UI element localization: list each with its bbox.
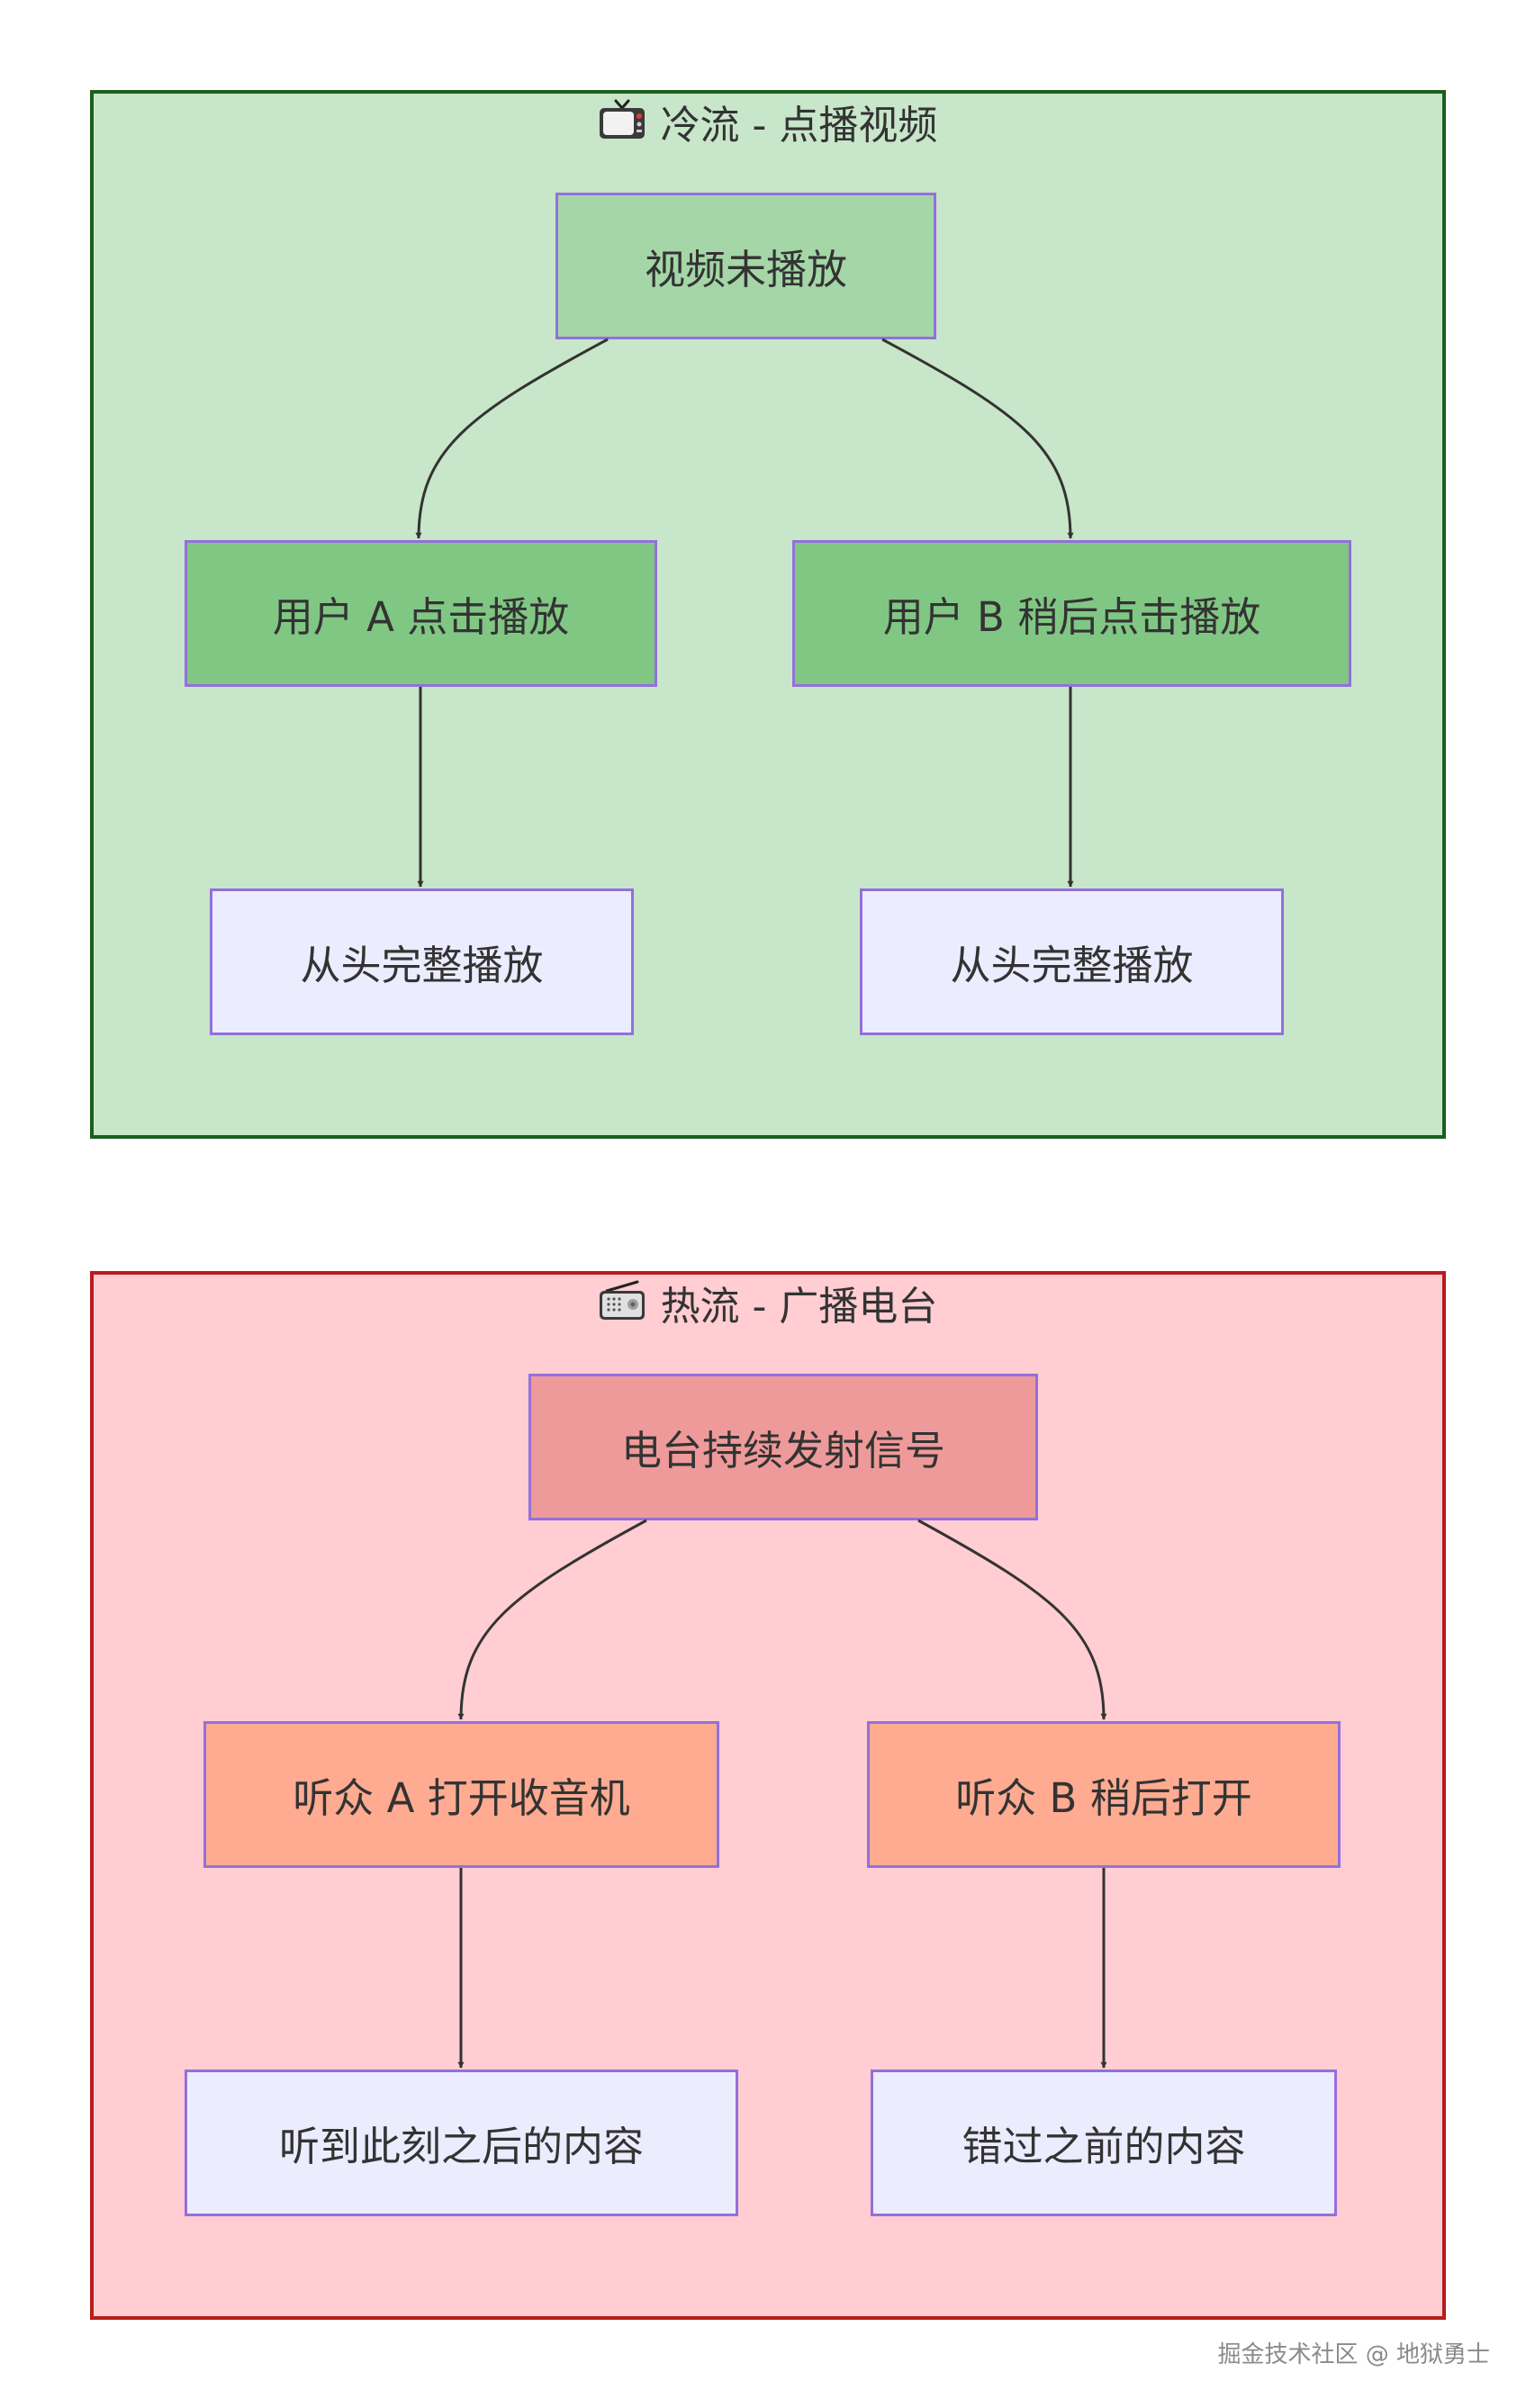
node-label: 用户 B 稍后点击播放 xyxy=(882,593,1261,641)
node-label: 听众 A 打开收音机 xyxy=(293,1774,630,1822)
node-a-full-playback: 从头完整播放 xyxy=(210,888,634,1035)
hot-stream-title: 热流 - 广播电台 xyxy=(0,1280,1535,1334)
radio-icon xyxy=(598,1280,646,1334)
node-station-broadcasting: 电台持续发射信号 xyxy=(528,1374,1038,1520)
node-label: 从头完整播放 xyxy=(300,942,544,989)
node-label: 听众 B 稍后打开 xyxy=(955,1774,1252,1822)
node-miss-before: 错过之前的内容 xyxy=(871,2070,1337,2216)
node-label: 错过之前的内容 xyxy=(962,2123,1246,2170)
node-label: 从头完整播放 xyxy=(950,942,1194,989)
node-label: 视频未播放 xyxy=(644,246,847,293)
node-listener-b-open-later: 听众 B 稍后打开 xyxy=(867,1721,1341,1868)
cold-stream-title: 冷流 - 点播视频 xyxy=(0,99,1535,153)
watermark: 掘金技术社区 @ 地狱勇士 xyxy=(1217,2341,1490,2368)
node-user-b-play-later: 用户 B 稍后点击播放 xyxy=(792,540,1351,687)
node-label: 电台持续发射信号 xyxy=(620,1427,945,1475)
node-label: 听到此刻之后的内容 xyxy=(278,2123,644,2170)
node-user-a-play: 用户 A 点击播放 xyxy=(185,540,657,687)
node-hear-after-now: 听到此刻之后的内容 xyxy=(185,2070,738,2216)
node-video-not-played: 视频未播放 xyxy=(555,193,936,339)
node-label: 用户 A 点击播放 xyxy=(272,593,570,641)
node-listener-a-open: 听众 A 打开收音机 xyxy=(203,1721,719,1868)
tv-icon xyxy=(598,99,646,153)
node-b-full-playback: 从头完整播放 xyxy=(860,888,1284,1035)
